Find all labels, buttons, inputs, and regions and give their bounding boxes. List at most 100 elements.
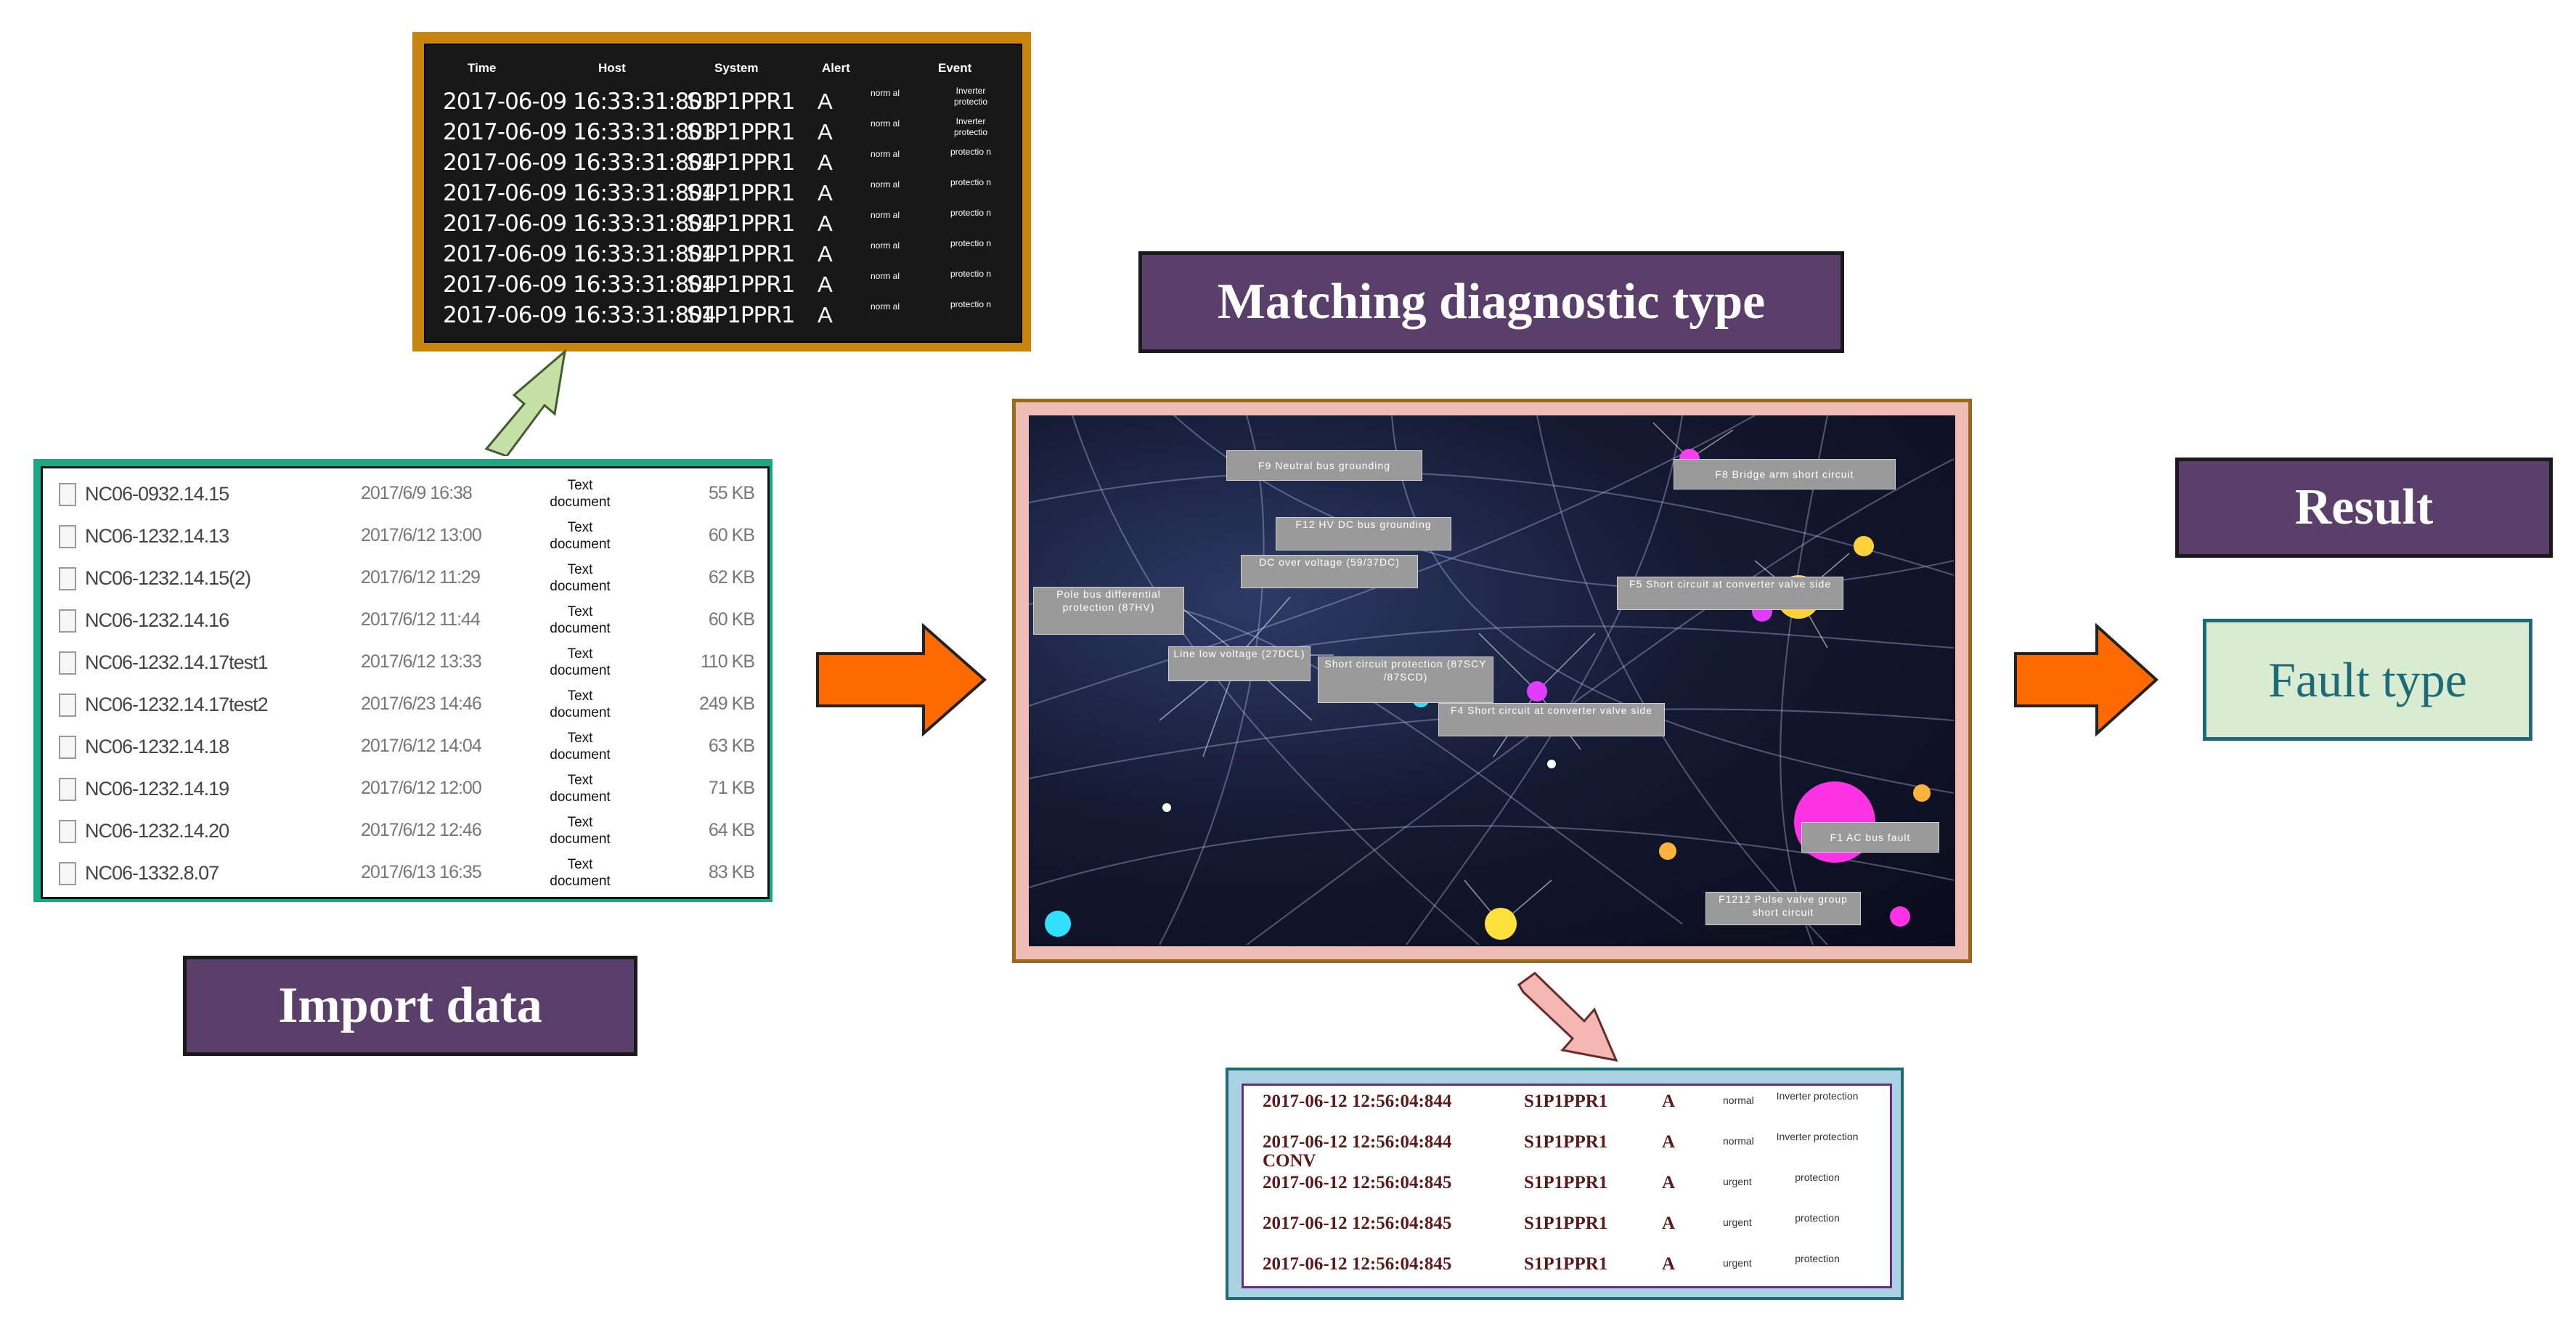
file-date: 2017/6/9 16:38 (361, 483, 473, 503)
file-name: NC06-1232.14.17test1 (85, 651, 269, 673)
light-log-extra: CONV (1263, 1151, 1316, 1171)
dark-log-time: 2017-06-09 16:33:31:804 (443, 272, 717, 298)
dark-log-alert: A (818, 119, 833, 145)
dark-log-time: 2017-06-09 16:33:31:804 (443, 302, 717, 328)
file-type: Text document (550, 604, 611, 636)
dark-log-system: S1P1PPR1 (687, 119, 795, 145)
file-size: 83 KB (708, 862, 755, 882)
file-size: 71 KB (708, 778, 755, 798)
file-size: 110 KB (700, 651, 755, 672)
network-label-f4: F4 Short circuit at converter valve side (1438, 703, 1665, 736)
dark-log-alert: A (818, 241, 833, 267)
text-file-icon (59, 567, 76, 590)
light-log-time: 2017-06-12 12:56:04:845 (1263, 1254, 1452, 1274)
dark-log-status: norm al (870, 179, 900, 190)
text-file-icon (59, 862, 76, 885)
light-log-alert: A (1662, 1132, 1676, 1152)
file-date: 2017/6/12 12:00 (361, 778, 482, 798)
dark-log-time: 2017-06-09 16:33:31:804 (443, 241, 717, 267)
dark-log-alert: A (818, 89, 833, 114)
file-size: 60 KB (708, 525, 755, 545)
file-date: 2017/6/12 13:00 (361, 525, 482, 545)
dark-log-time: 2017-06-09 16:33:31:803 (443, 119, 717, 145)
light-log-time: 2017-06-12 12:56:04:845 (1263, 1214, 1452, 1233)
dark-log-event: protectio n (950, 269, 992, 279)
file-name: NC06-1232.14.15(2) (85, 567, 251, 589)
dark-log-header-alert: Alert (822, 61, 850, 75)
text-file-icon (59, 820, 76, 843)
dark-log-alert: A (818, 211, 833, 236)
light-log-system: S1P1PPR1 (1524, 1254, 1608, 1274)
dark-log-time: 2017-06-09 16:33:31:804 (443, 211, 717, 237)
diagnostic-network-graph: F9 Neutral bus grounding F8 Bridge arm s… (1029, 415, 1955, 946)
light-log-status: urgent (1723, 1176, 1752, 1187)
dark-log-event: protectio n (950, 299, 992, 309)
text-file-icon (59, 736, 76, 759)
file-size: 55 KB (708, 483, 755, 503)
dark-log-system: S1P1PPR1 (687, 241, 795, 267)
file-date: 2017/6/23 14:46 (361, 694, 482, 714)
dark-log-event: protectio n (950, 147, 992, 157)
dark-log-alert: A (818, 180, 833, 206)
dark-log-event: protectio n (950, 238, 992, 248)
text-file-icon (59, 694, 76, 717)
dark-log-time: 2017-06-09 16:33:31:804 (443, 150, 717, 176)
network-label-line-low-voltage: Line low voltage (27DCL) (1168, 646, 1311, 681)
dark-log-alert: A (818, 150, 833, 175)
dark-log-system: S1P1PPR1 (687, 150, 795, 176)
dark-log-status: norm al (870, 301, 900, 312)
light-log-status: normal (1723, 1135, 1754, 1147)
dark-log-event: Inverter protectio (953, 116, 988, 137)
light-log-event: protection (1795, 1212, 1840, 1224)
file-name: NC06-1232.14.13 (85, 525, 229, 547)
fault-type-box: Fault type (2203, 619, 2532, 741)
file-name: NC06-1332.8.07 (85, 862, 219, 884)
text-file-icon (59, 609, 76, 633)
dark-log-time: 2017-06-09 16:33:31:804 (443, 180, 717, 206)
file-name: NC06-1232.14.17test2 (85, 694, 269, 715)
text-file-icon (59, 651, 76, 675)
dark-log-system: S1P1PPR1 (687, 211, 795, 237)
dark-log-event: Inverter protectio (953, 86, 988, 107)
light-log-alert: A (1662, 1173, 1676, 1192)
file-type: Text document (550, 478, 611, 510)
dark-log-table: Time Host System Alert Event 2017-06-09 … (424, 44, 1022, 343)
light-log-system: S1P1PPR1 (1524, 1214, 1608, 1233)
light-log-time: 2017-06-12 12:56:04:844 (1263, 1092, 1452, 1111)
network-label-f1212: F1212 Pulse valve group short circuit (1705, 892, 1861, 925)
light-log-event: protection (1795, 1253, 1840, 1264)
dark-log-header-event: Event (938, 61, 972, 75)
dark-log-time: 2017-06-09 16:33:31:803 (443, 89, 717, 115)
light-log-event: protection (1795, 1171, 1840, 1183)
network-label-f1: F1 AC bus fault (1801, 822, 1939, 853)
network-label-f9: F9 Neutral bus grounding (1226, 450, 1422, 481)
file-name: NC06-1232.14.18 (85, 736, 229, 757)
dark-log-status: norm al (870, 210, 900, 220)
light-log-alert: A (1662, 1254, 1676, 1274)
dark-log-header-time: Time (468, 61, 497, 75)
network-label-short-circuit-protection: Short circuit protection (87SCY /87SCD) (1318, 657, 1493, 703)
network-label-f8: F8 Bridge arm short circuit (1674, 459, 1896, 489)
file-type: Text document (550, 815, 611, 847)
network-label-f12: F12 HV DC bus grounding (1276, 517, 1451, 550)
dark-log-header-system: System (714, 61, 759, 75)
